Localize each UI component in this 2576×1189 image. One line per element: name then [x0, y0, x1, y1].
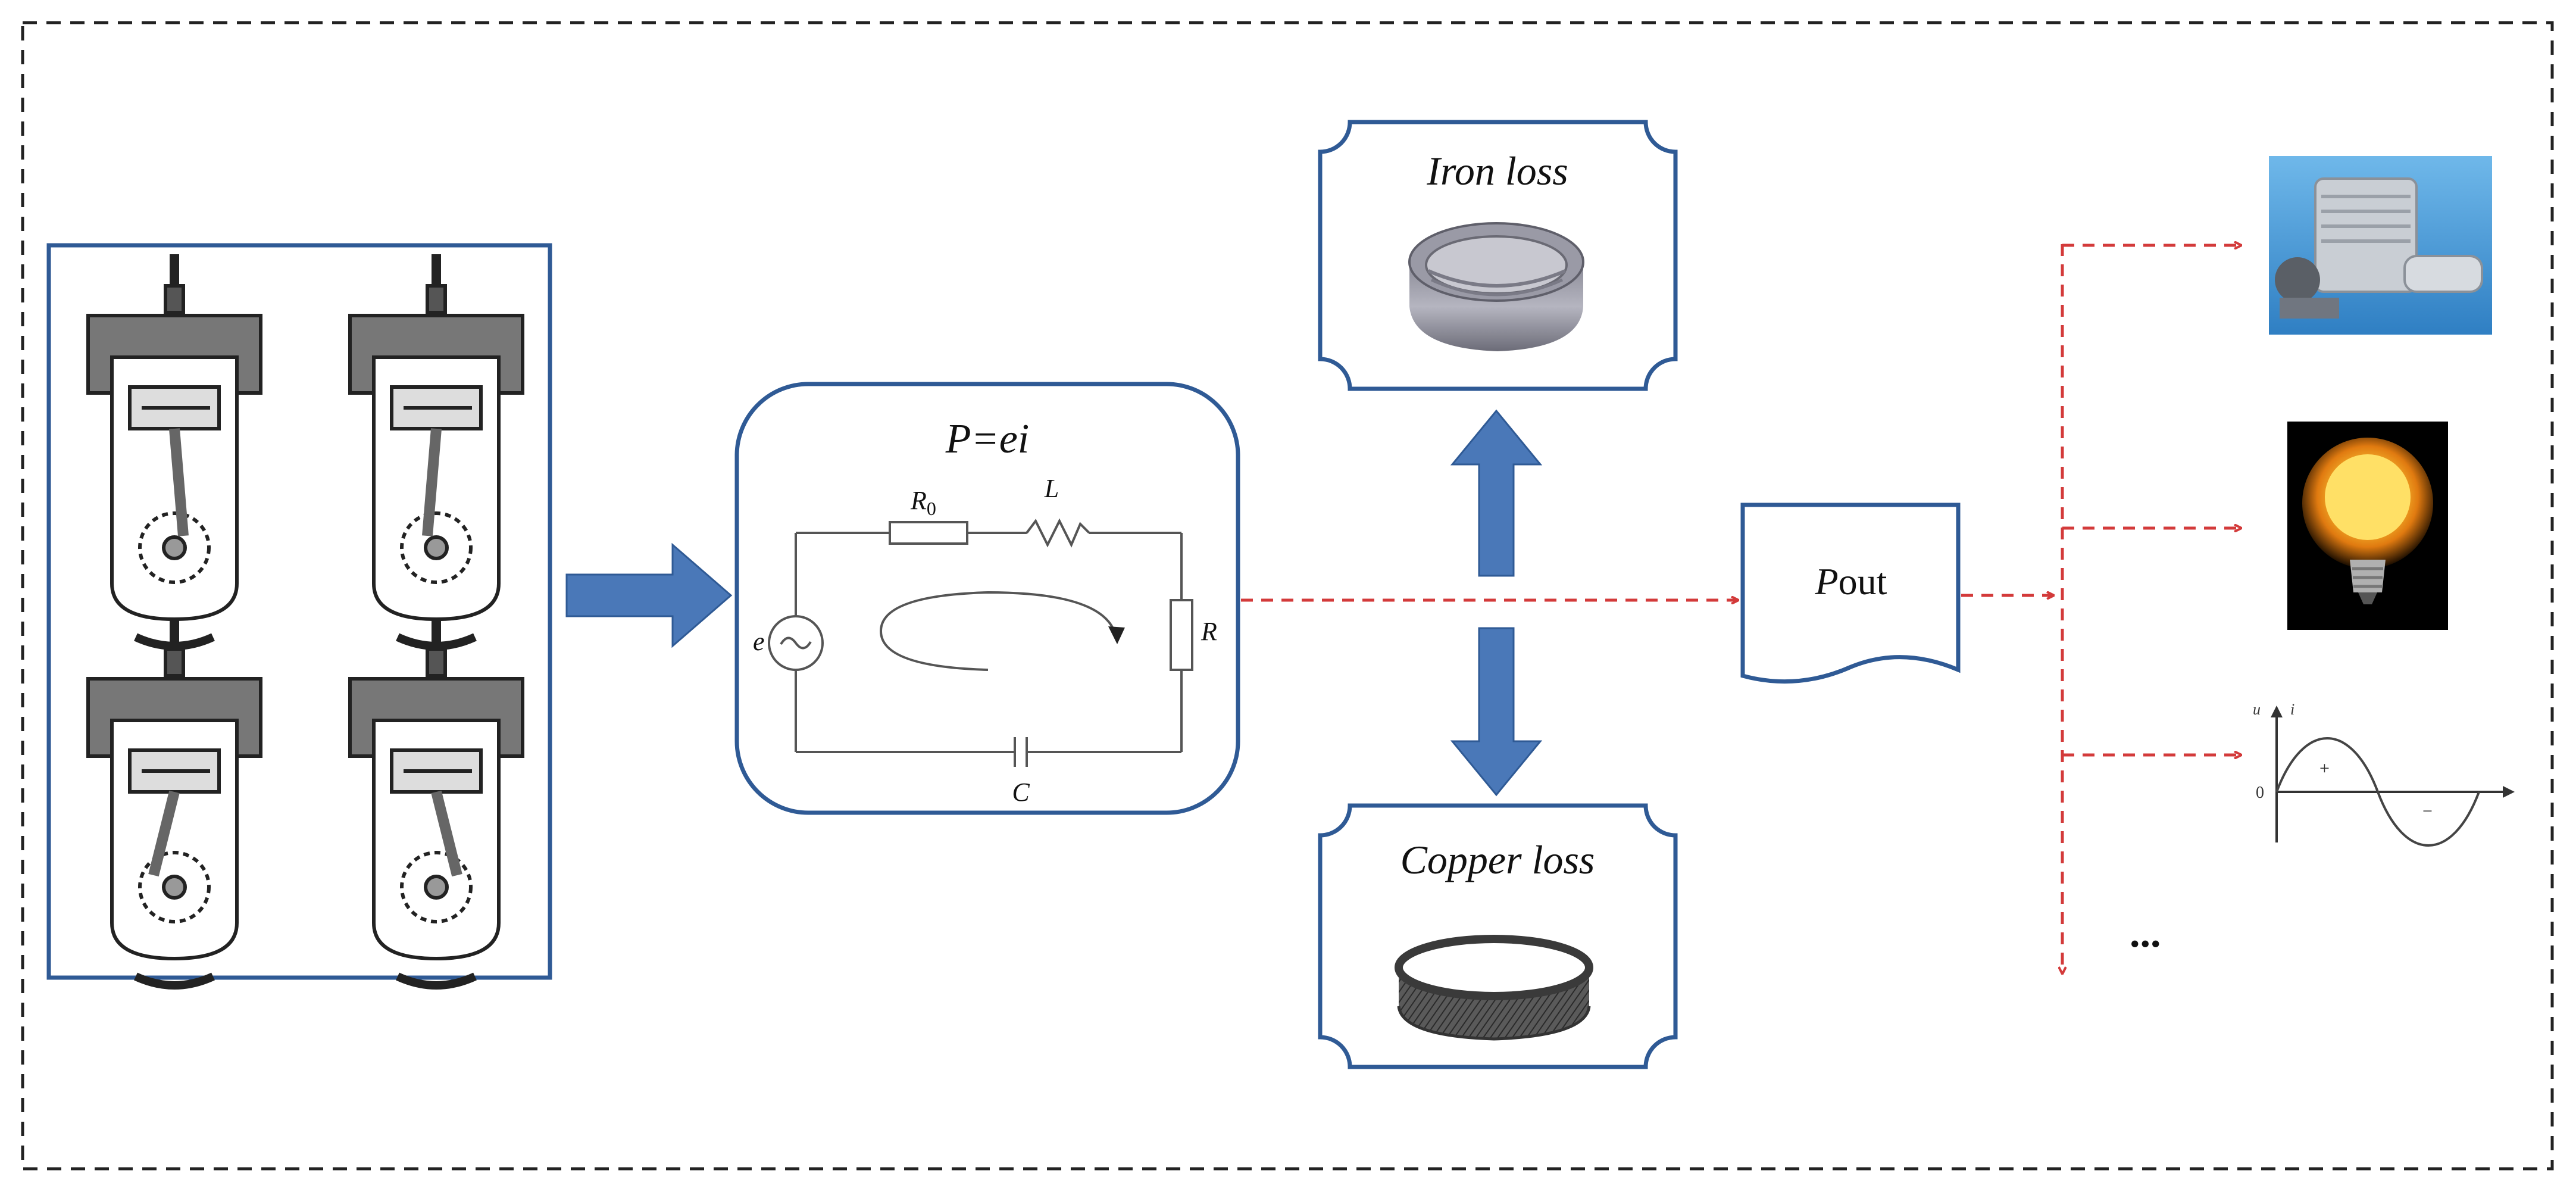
copper-loss-box: Copper loss	[1318, 803, 1678, 1069]
circuit-box: P=ei R0 L R e C	[734, 382, 1240, 815]
engine-cylinder-icon	[86, 617, 262, 990]
graph-y-label: u	[2253, 701, 2261, 718]
r0-resistor	[889, 521, 968, 545]
engine-cylinder-icon	[348, 617, 524, 990]
load-label: R	[1201, 617, 1217, 646]
ac-waveform-graph: u i 0 + −	[2253, 701, 2515, 847]
graph-minus-label: −	[2422, 801, 2433, 821]
pout-label: Pout	[1815, 560, 1887, 603]
more-applications: ...	[2130, 910, 2161, 956]
engine-cylinder-icon	[348, 254, 524, 650]
copper-loss-label: Copper loss	[1400, 837, 1595, 882]
copper-coil-icon	[1395, 935, 1593, 1041]
arrow-to-copper-loss	[1450, 627, 1543, 797]
inductor-symbol	[1026, 518, 1090, 548]
inductor-label: L	[1044, 474, 1059, 503]
arrow-to-iron-loss	[1450, 409, 1543, 577]
engine-panel	[46, 243, 552, 990]
iron-ring-icon	[1408, 222, 1584, 351]
capacitor-label: C	[1012, 778, 1030, 807]
model-engine-icon	[2269, 156, 2492, 335]
arrow-engine-to-circuit	[565, 542, 733, 648]
outer-frame	[21, 21, 2554, 1171]
graph-plus-label: +	[2319, 759, 2330, 778]
pout-box: Pout	[1740, 503, 1961, 684]
iron-loss-box: Iron loss	[1318, 120, 1678, 391]
graph-y2-label: i	[2290, 701, 2294, 718]
current-loop-arrow	[879, 591, 1117, 671]
graph-origin-label: 0	[2256, 784, 2264, 802]
engine-cylinder-icon	[86, 254, 262, 650]
equation-label: P=ei	[945, 416, 1030, 462]
r0-label: R0	[910, 486, 936, 519]
source-label: e	[753, 627, 765, 656]
sine-wave	[2275, 737, 2480, 847]
load-resistor	[1170, 599, 1193, 671]
iron-loss-label: Iron loss	[1426, 148, 1568, 194]
light-bulb-icon	[2287, 422, 2448, 630]
